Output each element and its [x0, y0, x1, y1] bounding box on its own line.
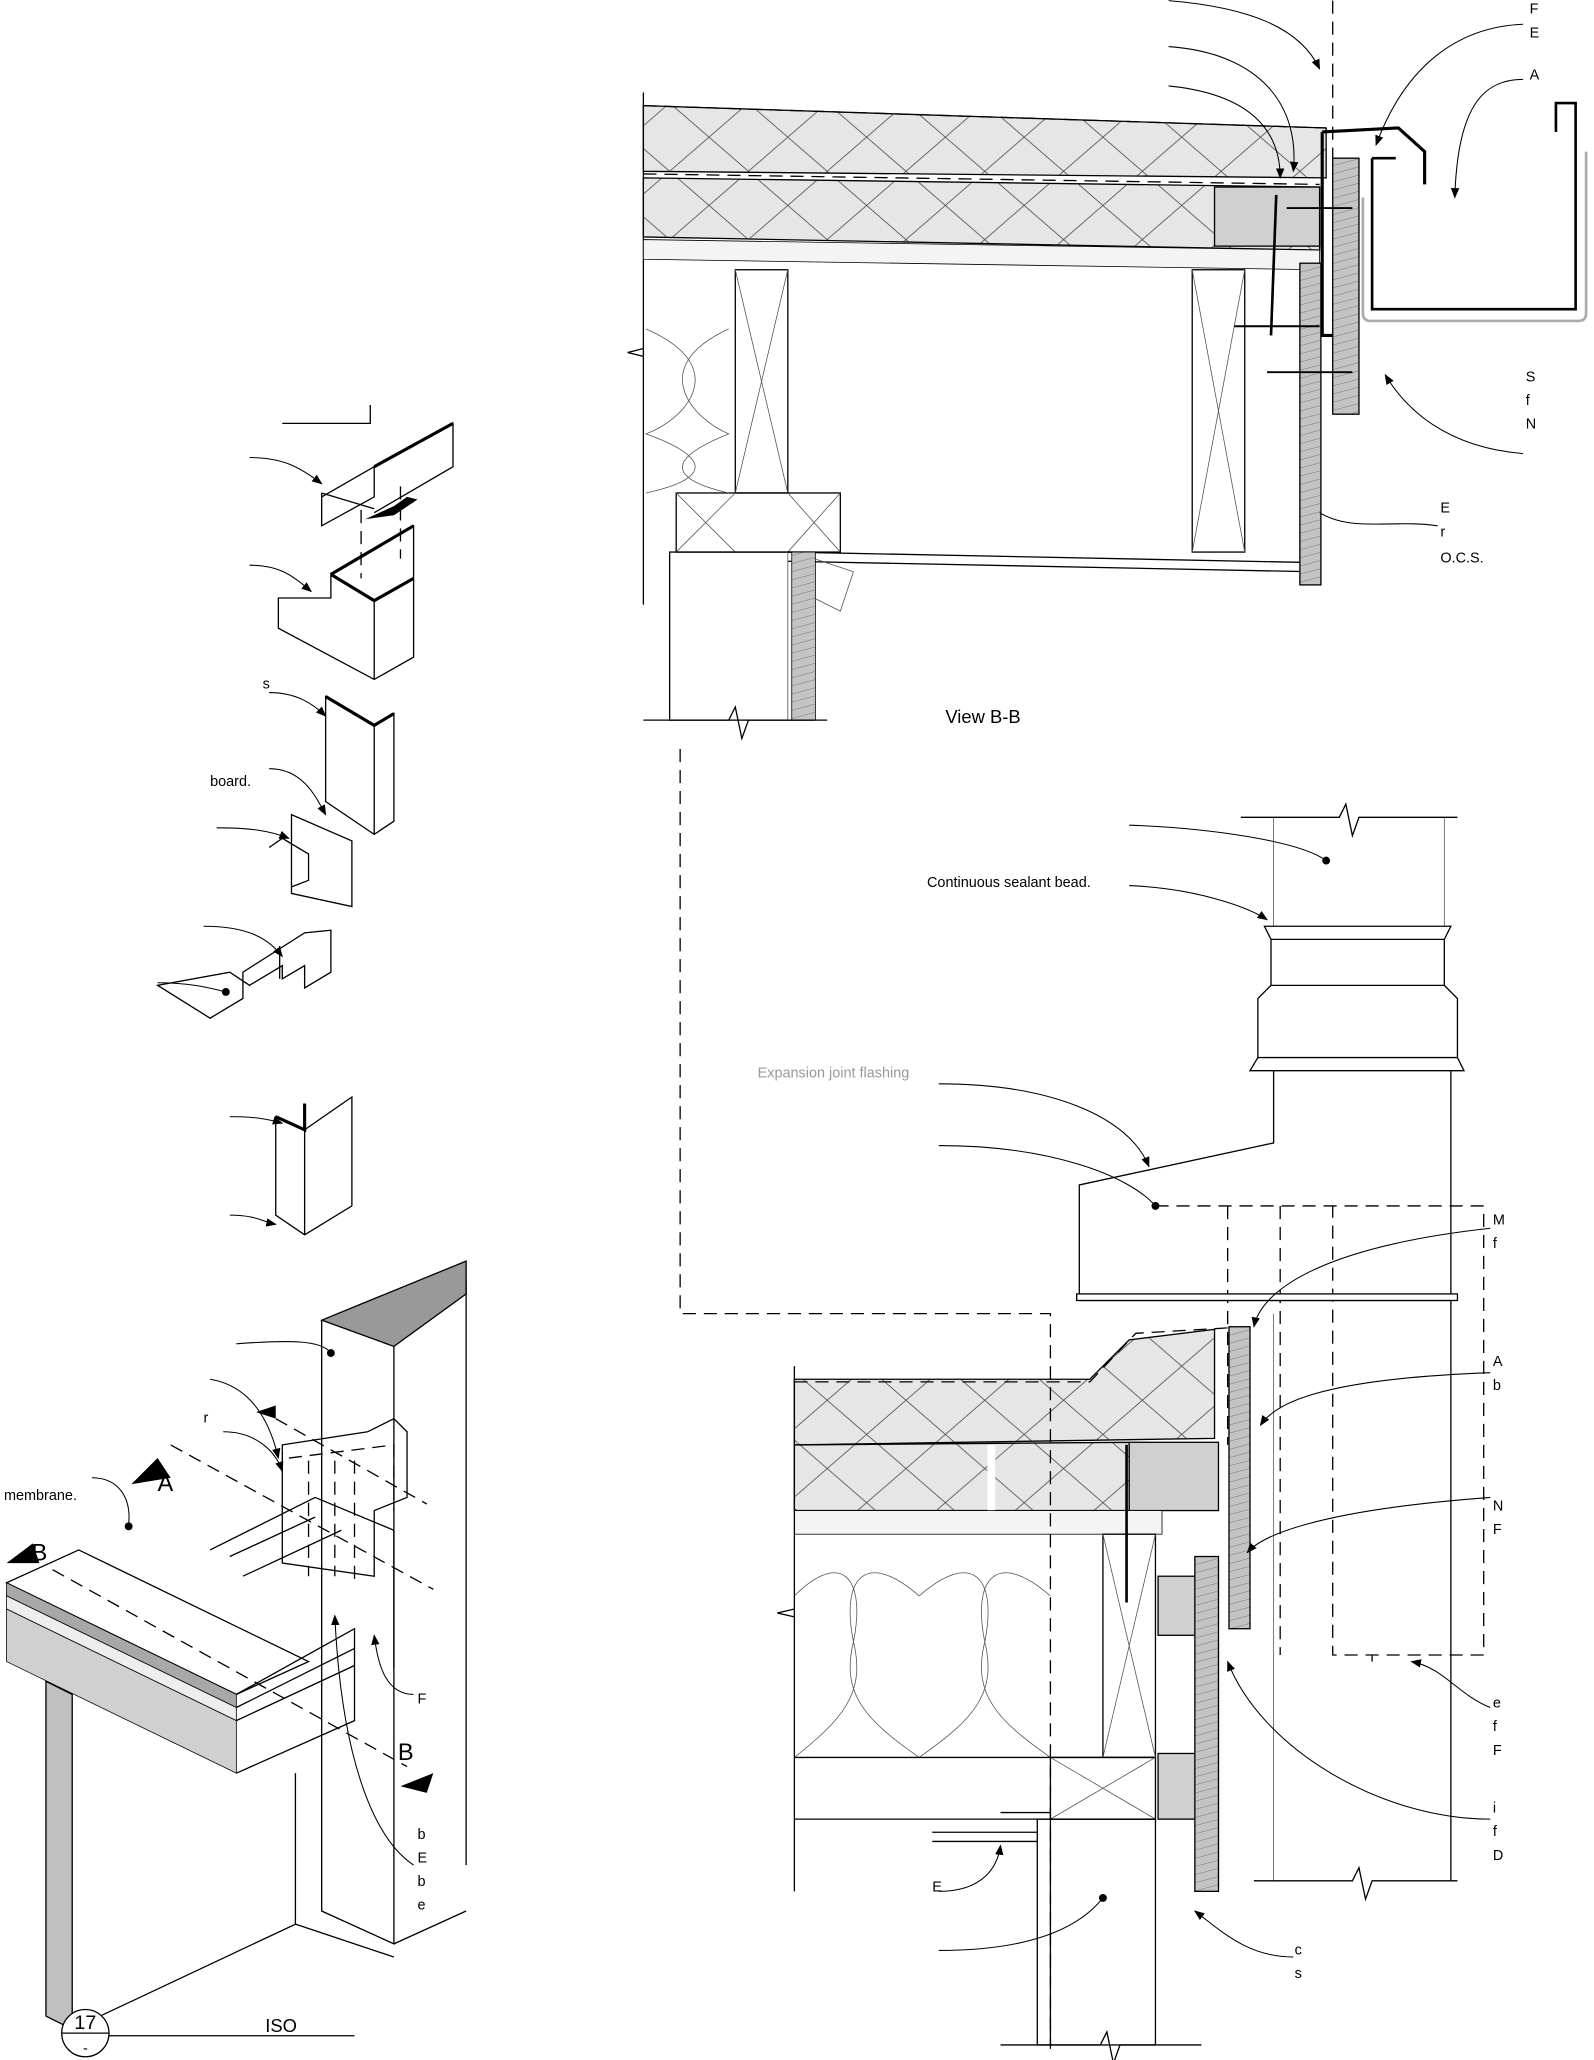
svg-text:E: E	[1440, 501, 1450, 517]
svg-text:A: A	[1493, 1354, 1503, 1370]
svg-text:N: N	[1526, 417, 1536, 433]
svg-text:F: F	[418, 1692, 427, 1708]
label-expansion-flashing: Expansion joint flashing	[758, 1065, 910, 1081]
svg-text:F: F	[1530, 2, 1539, 18]
svg-text:D: D	[1493, 1848, 1503, 1864]
section-marker-b: B	[32, 1540, 48, 1566]
svg-text:f: f	[1493, 1824, 1498, 1840]
section-marker-a: A	[158, 1471, 174, 1497]
eave-section-detail	[627, 0, 1588, 741]
detail-sheet: -	[83, 2041, 88, 2057]
view-title: View B-B	[945, 706, 1020, 727]
svg-text:M: M	[1493, 1212, 1505, 1228]
svg-text:c: c	[1295, 1942, 1302, 1958]
label-board: board.	[210, 774, 251, 790]
svg-text:S: S	[1526, 369, 1536, 385]
exploded-flashing-pieces	[155, 405, 454, 1236]
svg-text:i: i	[1493, 1801, 1496, 1817]
column-section-detail	[679, 749, 1491, 2060]
label-membrane: membrane.	[4, 1488, 77, 1504]
svg-text:E: E	[932, 1879, 942, 1895]
svg-text:b: b	[418, 1874, 426, 1890]
svg-text:f: f	[1493, 1719, 1498, 1735]
svg-text:e: e	[418, 1898, 426, 1914]
section-marker-b-end: B	[398, 1740, 414, 1766]
svg-text:r: r	[1440, 524, 1445, 540]
right-label-fragments: F E A S f N E r M f A b N F e f F i f D …	[204, 2, 1540, 1982]
svg-text:s: s	[263, 677, 270, 693]
iso-view	[5, 1260, 467, 2031]
svg-text:b: b	[418, 1827, 426, 1843]
label-ocs: O.C.S.	[1440, 551, 1483, 567]
svg-text:N: N	[1493, 1499, 1503, 1515]
svg-text:A: A	[1530, 67, 1540, 83]
svg-text:f: f	[1526, 393, 1531, 409]
svg-text:r: r	[204, 1411, 209, 1427]
svg-text:b: b	[1493, 1378, 1501, 1394]
svg-text:F: F	[1493, 1522, 1502, 1538]
svg-text:E: E	[1530, 25, 1540, 41]
detail-number: 17	[74, 2012, 96, 2034]
detail-callout-17: 17 - ISO	[61, 2008, 355, 2058]
svg-text:F: F	[1493, 1743, 1502, 1759]
svg-text:f: f	[1493, 1236, 1498, 1252]
label-sealant: Continuous sealant bead.	[927, 875, 1091, 891]
svg-text:E: E	[418, 1850, 428, 1866]
svg-text:e: e	[1493, 1696, 1501, 1712]
svg-text:s: s	[1295, 1966, 1302, 1982]
iso-title: ISO	[265, 2015, 297, 2036]
